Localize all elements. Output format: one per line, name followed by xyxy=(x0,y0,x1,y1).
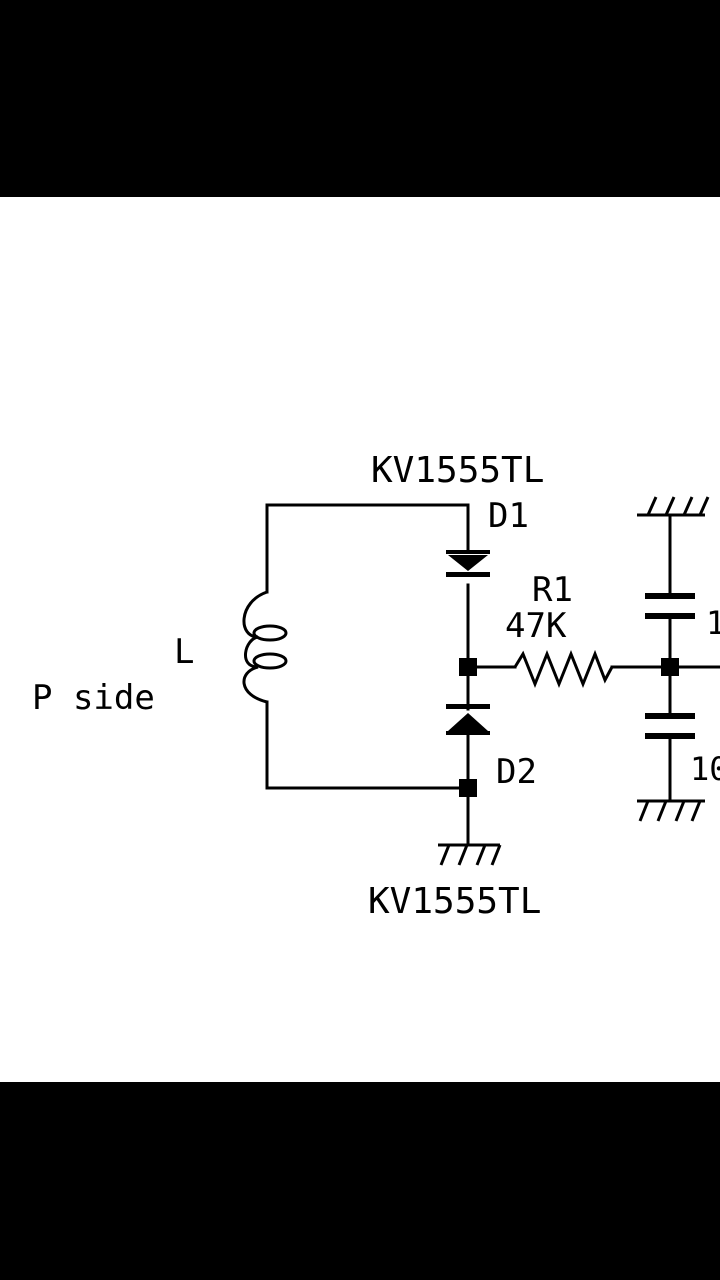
cap-bottom-value-partial: 10 xyxy=(690,750,720,788)
capacitor-bottom-symbol xyxy=(645,713,695,739)
wire-left-bottom xyxy=(265,700,470,790)
r1-value-label: 47K xyxy=(505,606,567,646)
d2-ref-label: D2 xyxy=(496,752,537,792)
r1-ref-label: R1 xyxy=(532,570,573,610)
ground-symbol-cap-top xyxy=(637,496,710,517)
inductor-side-label: P side xyxy=(32,678,155,718)
inductor-coil xyxy=(242,590,288,704)
cap-top-value-partial: 1 xyxy=(706,604,720,642)
bottom-black-band xyxy=(0,1082,720,1280)
diode-d1-symbol xyxy=(446,550,490,577)
schematic-canvas: KV1555TL D1 R1 47K L P side D2 KV1555TL … xyxy=(0,197,720,1082)
resistor-r1-symbol xyxy=(513,649,614,689)
top-black-band xyxy=(0,0,720,197)
d1-ref-label: D1 xyxy=(488,496,529,536)
junction-dot-cap xyxy=(661,658,679,676)
capacitor-top-symbol xyxy=(645,593,695,619)
circuit-schematic: KV1555TL D1 R1 47K L P side D2 KV1555TL … xyxy=(32,450,720,922)
wire-top xyxy=(265,503,470,551)
d1-part-label: KV1555TL xyxy=(371,450,544,491)
ground-symbol-d2 xyxy=(438,843,502,866)
ground-symbol-cap-bottom xyxy=(637,799,705,822)
d2-part-label: KV1555TL xyxy=(368,881,541,922)
junction-dot-d-bottom xyxy=(459,779,477,797)
diode-d2-symbol xyxy=(446,704,490,735)
junction-dot-d-mid xyxy=(459,658,477,676)
inductor-label: L xyxy=(174,632,194,672)
